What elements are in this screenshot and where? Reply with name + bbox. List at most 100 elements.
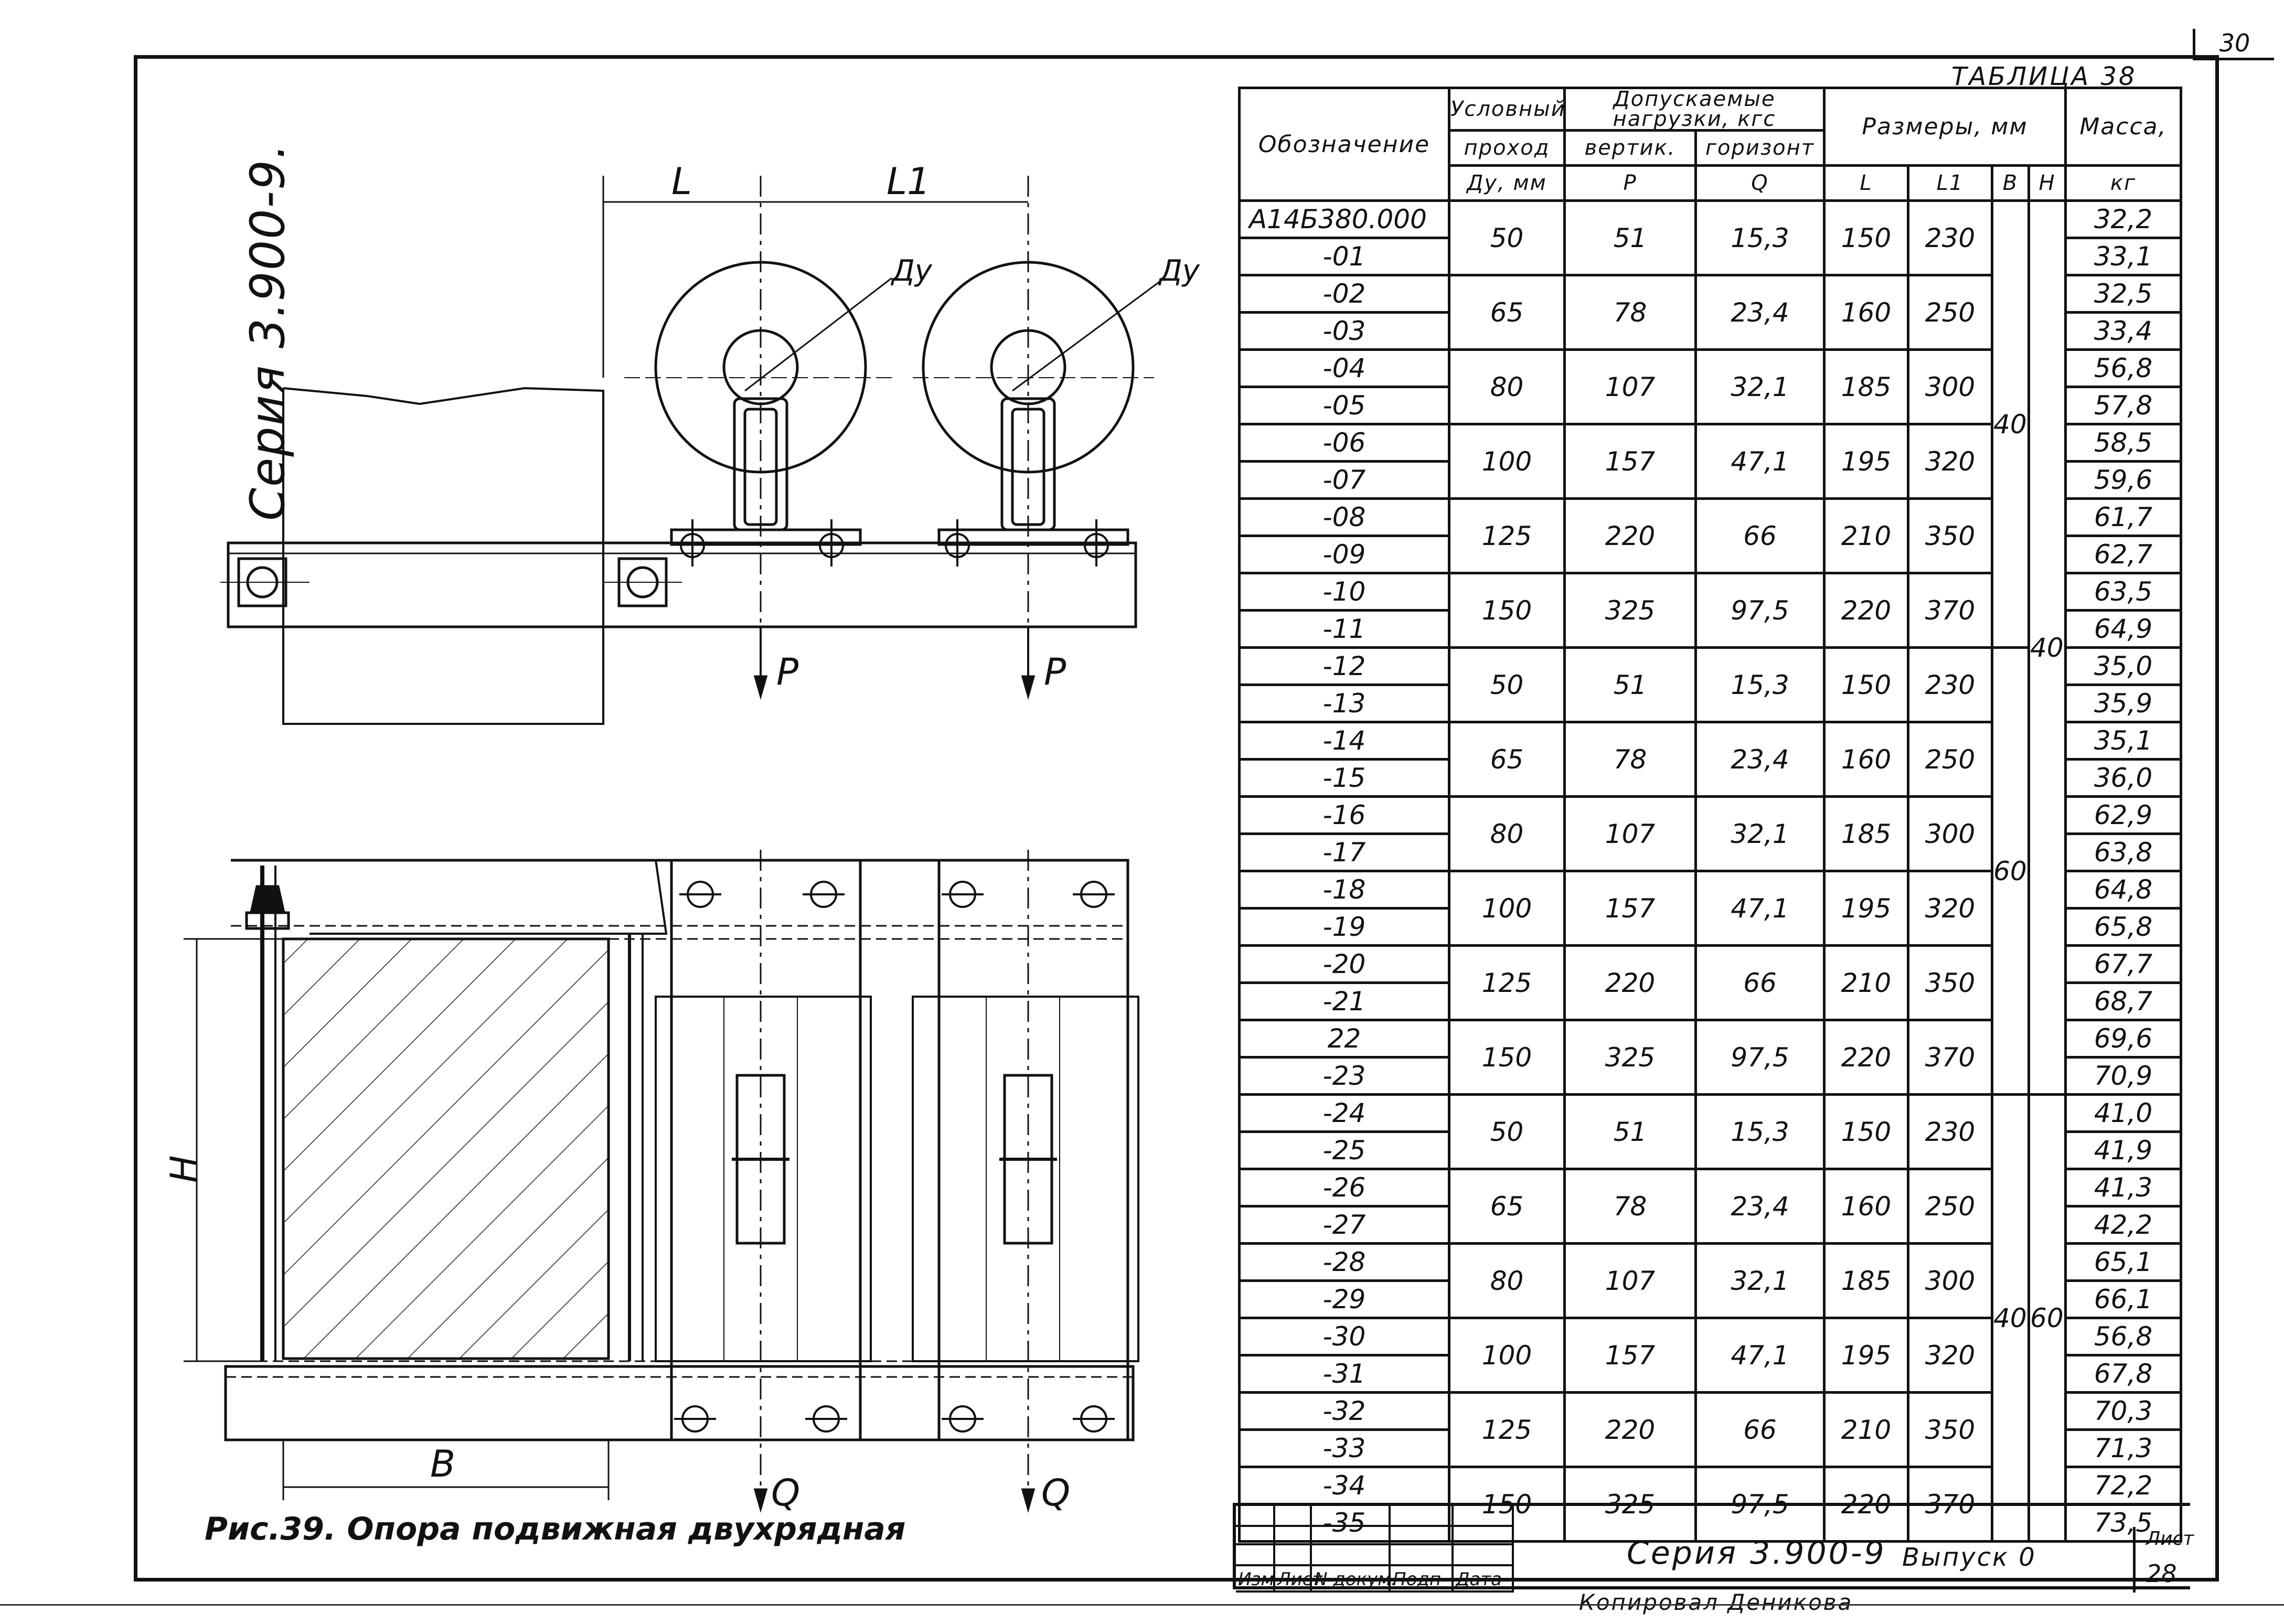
- dim-label-L1: L1: [887, 160, 931, 203]
- cell-mass: 35,0: [2064, 646, 2183, 686]
- cell-designation: -10: [1238, 572, 1450, 612]
- cell-designation: -12: [1238, 646, 1450, 686]
- title-block-col-label: Изм: [1238, 1569, 1275, 1590]
- title-block-cell: [1391, 1545, 1454, 1566]
- header-vertical: вертик.: [1563, 129, 1697, 167]
- title-block-col-label: Лист: [1277, 1569, 1323, 1590]
- cell-q: 32,1: [1694, 1242, 1826, 1319]
- cell-mass: 41,0: [2064, 1093, 2183, 1133]
- cell-mass: 68,7: [2064, 981, 2183, 1021]
- cell-q: 23,4: [1694, 274, 1826, 351]
- header-bore-mid: проход: [1448, 129, 1566, 167]
- cell-mass: 63,8: [2064, 832, 2183, 872]
- cell-du: 100: [1448, 870, 1566, 947]
- cell-l: 220: [1823, 1019, 1910, 1096]
- title-block-cell: [1236, 1527, 1275, 1545]
- cell-designation: -20: [1238, 944, 1450, 984]
- cell-mass: 65,1: [2064, 1242, 2183, 1282]
- cell-l: 160: [1823, 1168, 1910, 1245]
- cell-q: 15,3: [1694, 199, 1826, 276]
- cell-mass: 62,7: [2064, 535, 2183, 574]
- sheet-label: Лист: [2146, 1528, 2194, 1550]
- title-block-cell: [1275, 1506, 1312, 1527]
- cell-l1: 300: [1907, 795, 1994, 872]
- cell-mass: 33,1: [2064, 237, 2183, 276]
- cell-p: 157: [1563, 423, 1697, 500]
- cell-l: 185: [1823, 795, 1910, 872]
- title-block-cell: [1275, 1527, 1312, 1545]
- cell-designation: -21: [1238, 981, 1450, 1021]
- hatched-block: [282, 937, 610, 1360]
- bottom-rule: [0, 1604, 2284, 1606]
- cell-l1: 250: [1907, 1168, 1994, 1245]
- header-designation: Обозначение: [1238, 87, 1450, 202]
- cell-du: 80: [1448, 348, 1566, 425]
- cell-mass: 41,3: [2064, 1168, 2183, 1208]
- page-number: 30: [2193, 29, 2274, 60]
- cell-mass: 36,0: [2064, 758, 2183, 798]
- cell-l1: 230: [1907, 646, 1994, 723]
- cell-mass: 62,9: [2064, 795, 2183, 835]
- cell-l1: 230: [1907, 199, 1994, 276]
- cell-mass: 69,6: [2064, 1019, 2183, 1059]
- table-row: -09 62,7: [1238, 535, 2183, 574]
- cell-mass: 35,9: [2064, 683, 2183, 723]
- cell-designation: -05: [1238, 386, 1450, 425]
- cell-mass: 59,6: [2064, 460, 2183, 500]
- cell-designation: -15: [1238, 758, 1450, 798]
- title-block-cell: [1391, 1527, 1454, 1545]
- cell-designation: -09: [1238, 535, 1450, 574]
- cell-l: 210: [1823, 497, 1910, 574]
- cell-l: 160: [1823, 721, 1910, 798]
- cell-q: 97,5: [1694, 572, 1826, 649]
- cell-designation: -03: [1238, 311, 1450, 351]
- cell-mass: 70,9: [2064, 1056, 2183, 1096]
- cell-du: 150: [1448, 1019, 1566, 1096]
- cell-mass: 56,8: [2064, 1317, 2183, 1356]
- table-title: ТАБЛИЦА 38: [1951, 62, 2137, 91]
- title-block-cell: [1236, 1545, 1275, 1566]
- cell-mass: 71,3: [2064, 1428, 2183, 1468]
- title-block-cell: [1312, 1527, 1391, 1545]
- header-b: B: [1991, 164, 2031, 202]
- header-dims: Размеры, мм: [1823, 87, 2067, 167]
- cell-q: 47,1: [1694, 870, 1826, 947]
- cell-l: 185: [1823, 348, 1910, 425]
- title-block-cell: [1391, 1566, 1454, 1593]
- cell-p: 220: [1563, 1391, 1697, 1468]
- cell-designation: -13: [1238, 683, 1450, 723]
- cell-mass: 63,5: [2064, 572, 2183, 612]
- title-block-col-label: Подп: [1393, 1569, 1442, 1590]
- cell-l1: 350: [1907, 944, 1994, 1021]
- title-block-cell: [1454, 1527, 1514, 1545]
- cell-l: 195: [1823, 423, 1910, 500]
- cell-designation: -17: [1238, 832, 1450, 872]
- cell-du: 80: [1448, 1242, 1566, 1319]
- cell-l1: 300: [1907, 348, 1994, 425]
- title-block-issue: Выпуск 0: [1902, 1543, 2036, 1572]
- cell-designation: -25: [1238, 1130, 1450, 1170]
- cell-l: 160: [1823, 274, 1910, 351]
- cell-designation: -07: [1238, 460, 1450, 500]
- cell-p: 78: [1563, 1168, 1697, 1245]
- cell-mass: 56,8: [2064, 348, 2183, 388]
- cell-p: 325: [1563, 1019, 1697, 1096]
- cell-q: 32,1: [1694, 795, 1826, 872]
- title-block-series: Серия 3.900-9: [1627, 1535, 1886, 1572]
- cell-designation: -18: [1238, 870, 1450, 910]
- cell-designation: А14Б380.000: [1238, 199, 1450, 239]
- header-bore-top: Условный: [1448, 87, 1566, 132]
